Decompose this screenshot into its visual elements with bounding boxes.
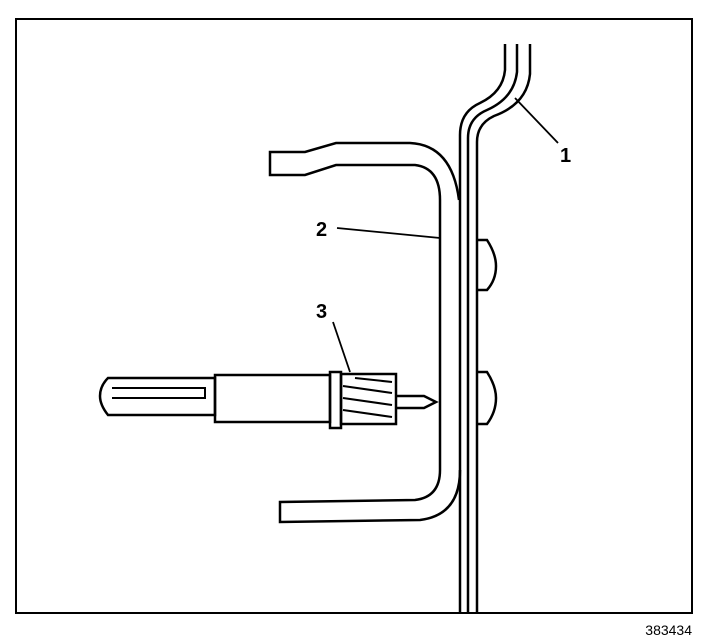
bracket — [268, 141, 462, 524]
callout-3: 3 — [316, 301, 327, 323]
figure-id: 383434 — [645, 622, 692, 638]
hole-saw-tool — [98, 370, 439, 430]
bolt-heads — [477, 238, 498, 426]
callout-2: 2 — [316, 219, 327, 241]
callout-1: 1 — [560, 145, 571, 167]
body-panel — [458, 44, 532, 612]
diagram-border — [15, 18, 693, 614]
leader-lines — [332, 97, 559, 373]
